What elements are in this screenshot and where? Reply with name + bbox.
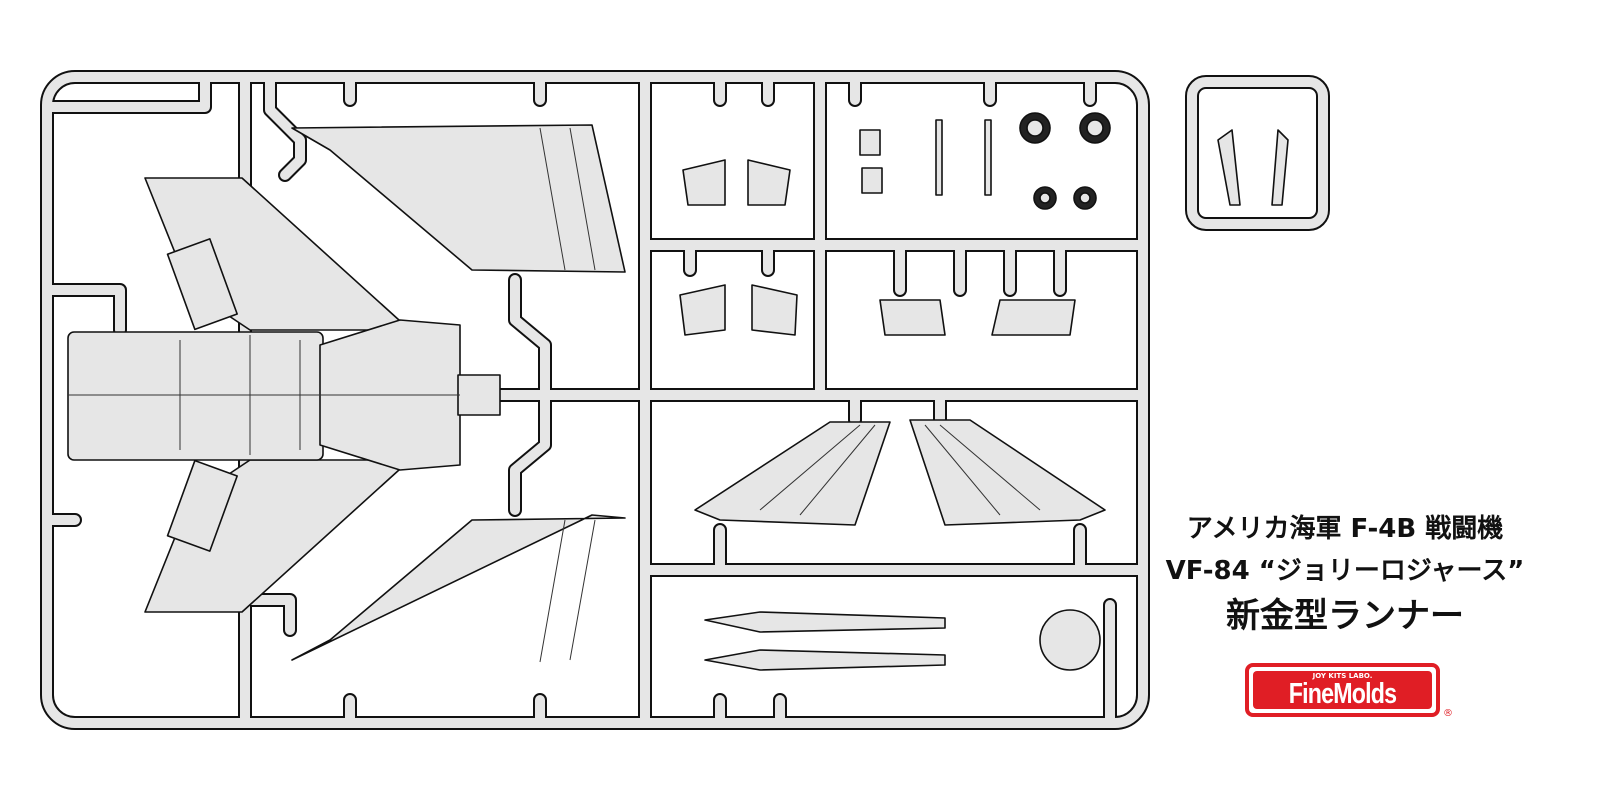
small-runner	[1185, 75, 1330, 231]
runner-frame	[40, 70, 1330, 730]
sprue-tab	[457, 374, 501, 416]
intake-ramps	[166, 238, 238, 552]
landing-gear-struts	[859, 119, 992, 196]
kit-parts	[67, 112, 1289, 671]
radome-part	[1039, 609, 1101, 671]
stabilator-right	[909, 419, 1106, 526]
registered-mark: ®	[1443, 708, 1453, 719]
fuselage-part	[67, 331, 324, 461]
finemolds-logo: JOY KITS LABO. FineMolds	[1245, 663, 1440, 717]
canopy-parts	[1217, 129, 1289, 206]
caption-title: アメリカ海軍 F-4B 戦闘機	[1186, 514, 1504, 544]
logo-background: JOY KITS LABO. FineMolds	[1253, 671, 1432, 710]
outer-wing-upper	[291, 124, 626, 273]
wheels	[1019, 112, 1111, 210]
fuel-tank-lower	[704, 649, 946, 671]
stabilator-left	[694, 421, 891, 526]
intake-covers	[679, 159, 1076, 336]
outer-wing-lower	[291, 514, 626, 661]
caption-squadron: VF-84 “ジョリーロジャース”	[1165, 556, 1525, 586]
fuel-tank-upper	[704, 611, 946, 633]
logo-tagline: JOY KITS LABO.	[1312, 672, 1373, 680]
logo-brand: FineMolds	[1288, 678, 1397, 710]
caption-new-mold-runner: 新金型ランナー	[1226, 596, 1464, 636]
